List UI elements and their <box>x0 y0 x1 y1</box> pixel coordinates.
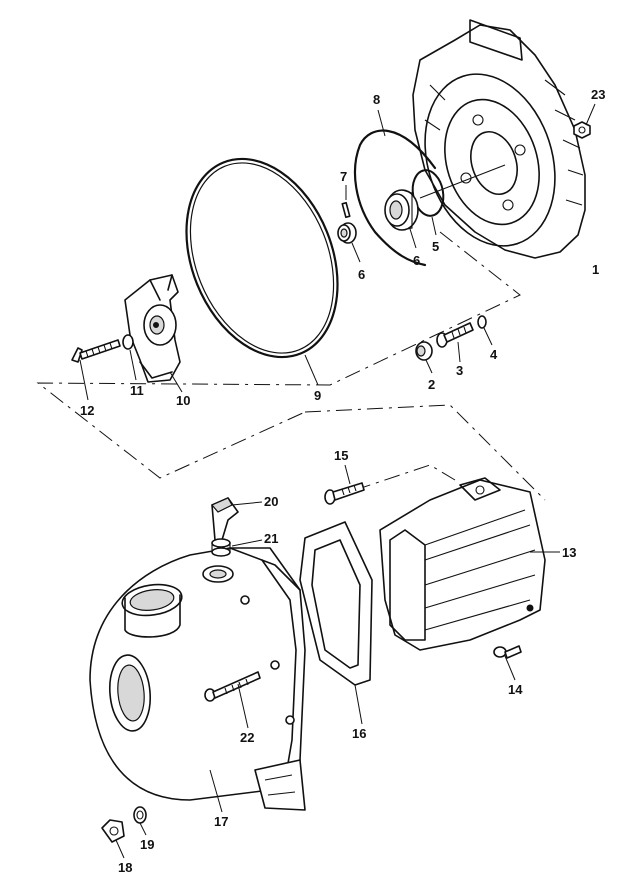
part-1-back-plate <box>412 19 586 259</box>
part-9-large-o-ring <box>185 157 339 386</box>
callout-5: 5 <box>432 239 439 254</box>
callout-15: 15 <box>334 448 348 463</box>
part-8-gasket <box>353 109 437 267</box>
callout-1: 1 <box>592 262 599 277</box>
part-4-washer <box>477 315 493 346</box>
callout-7: 7 <box>340 169 347 184</box>
part-19-washer <box>133 806 147 836</box>
part-2-plug <box>415 341 433 374</box>
callout-18: 18 <box>118 860 132 875</box>
part-16-gasket <box>299 521 373 725</box>
part-11-washer <box>122 334 137 381</box>
part-18-drain-plug <box>101 819 125 859</box>
part-13-diffuser <box>379 477 560 651</box>
callout-12: 12 <box>80 403 94 418</box>
part-15-screw <box>324 464 365 505</box>
part-14-screw <box>493 645 522 681</box>
part-23-nut <box>573 103 596 139</box>
callout-6b: 6 <box>413 253 420 268</box>
callout-11: 11 <box>130 383 144 398</box>
part-7-pin <box>341 185 351 219</box>
callout-10: 10 <box>176 393 190 408</box>
part-17-pump-housing <box>89 547 306 813</box>
callout-23: 23 <box>591 87 605 102</box>
part-20-vent-plug <box>211 497 263 541</box>
part-21-seal <box>211 538 263 557</box>
callout-20: 20 <box>264 494 278 509</box>
callout-16: 16 <box>352 726 366 741</box>
assembly-guide-lines <box>36 231 546 501</box>
callout-21: 21 <box>264 531 278 546</box>
callout-4: 4 <box>490 347 498 362</box>
callout-8: 8 <box>373 92 380 107</box>
part-6-seal-left <box>337 222 361 263</box>
callout-13: 13 <box>562 545 576 560</box>
callout-17: 17 <box>214 814 228 829</box>
callout-14: 14 <box>508 682 523 697</box>
part-3-screw <box>436 322 474 363</box>
part-6-seal-right <box>384 189 419 249</box>
callout-9: 9 <box>314 388 321 403</box>
callout-2: 2 <box>428 377 435 392</box>
callout-22: 22 <box>240 730 254 745</box>
part-12-screw <box>71 339 121 401</box>
callout-19: 19 <box>140 837 154 852</box>
part-22-bolt <box>204 671 261 729</box>
callout-3: 3 <box>456 363 463 378</box>
part-10-impeller <box>124 274 183 393</box>
callout-labels: 1 2 3 4 5 6 6 7 8 9 10 11 12 13 14 15 16… <box>80 87 605 875</box>
callout-6a: 6 <box>358 267 365 282</box>
